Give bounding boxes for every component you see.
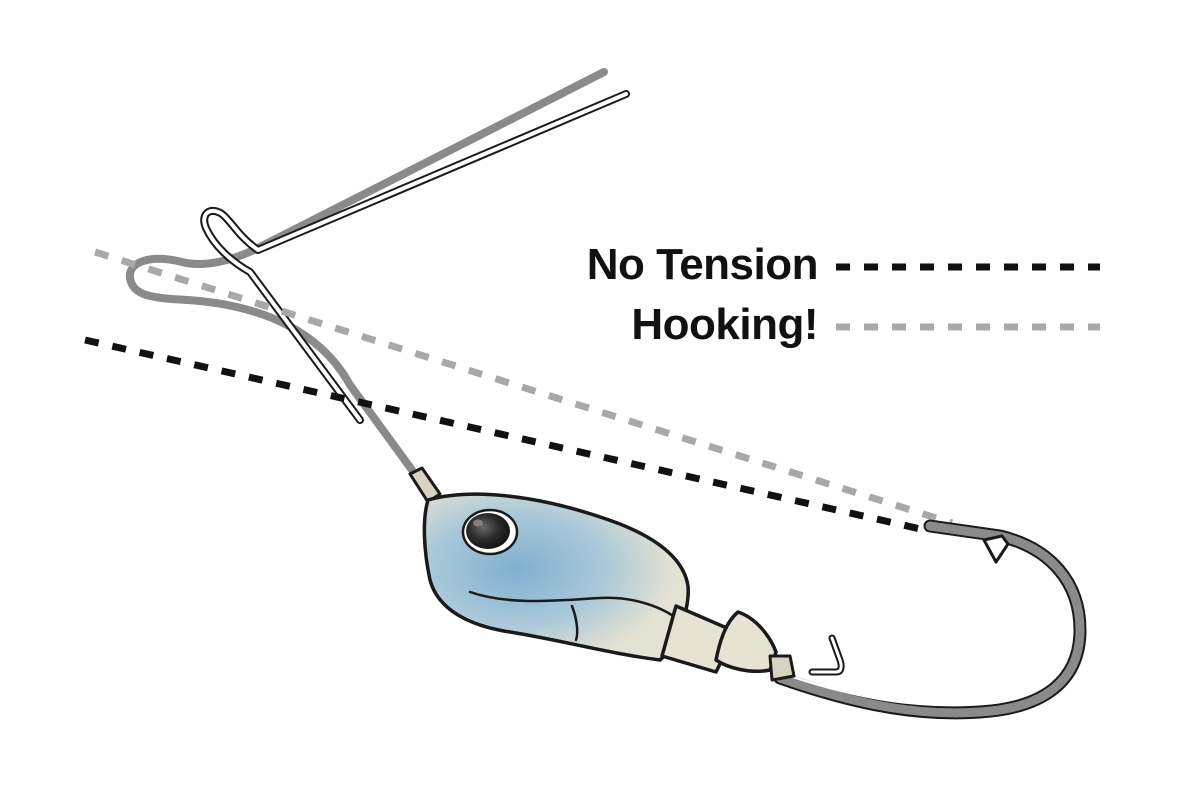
lure-gill-line: [468, 590, 678, 620]
no-tension-direction-line: [84, 336, 926, 534]
lure-eye-icon: [461, 508, 519, 556]
legend-no-tension-label: No Tension: [587, 240, 818, 289]
lure-body: [422, 492, 690, 662]
hooking-direction-line: [93, 248, 954, 527]
legend: No Tension Hooking!: [587, 240, 1100, 349]
thin-wire-arm: [200, 90, 630, 424]
jighead-lure-icon: [408, 466, 796, 682]
hook-icon: [773, 519, 1087, 720]
lure-bait-keeper: [714, 610, 778, 673]
legend-hooking-label: Hooking!: [631, 300, 818, 349]
line-tie: [408, 466, 442, 504]
hook-barb: [982, 534, 1010, 564]
thin-wire-icon: [200, 90, 630, 424]
